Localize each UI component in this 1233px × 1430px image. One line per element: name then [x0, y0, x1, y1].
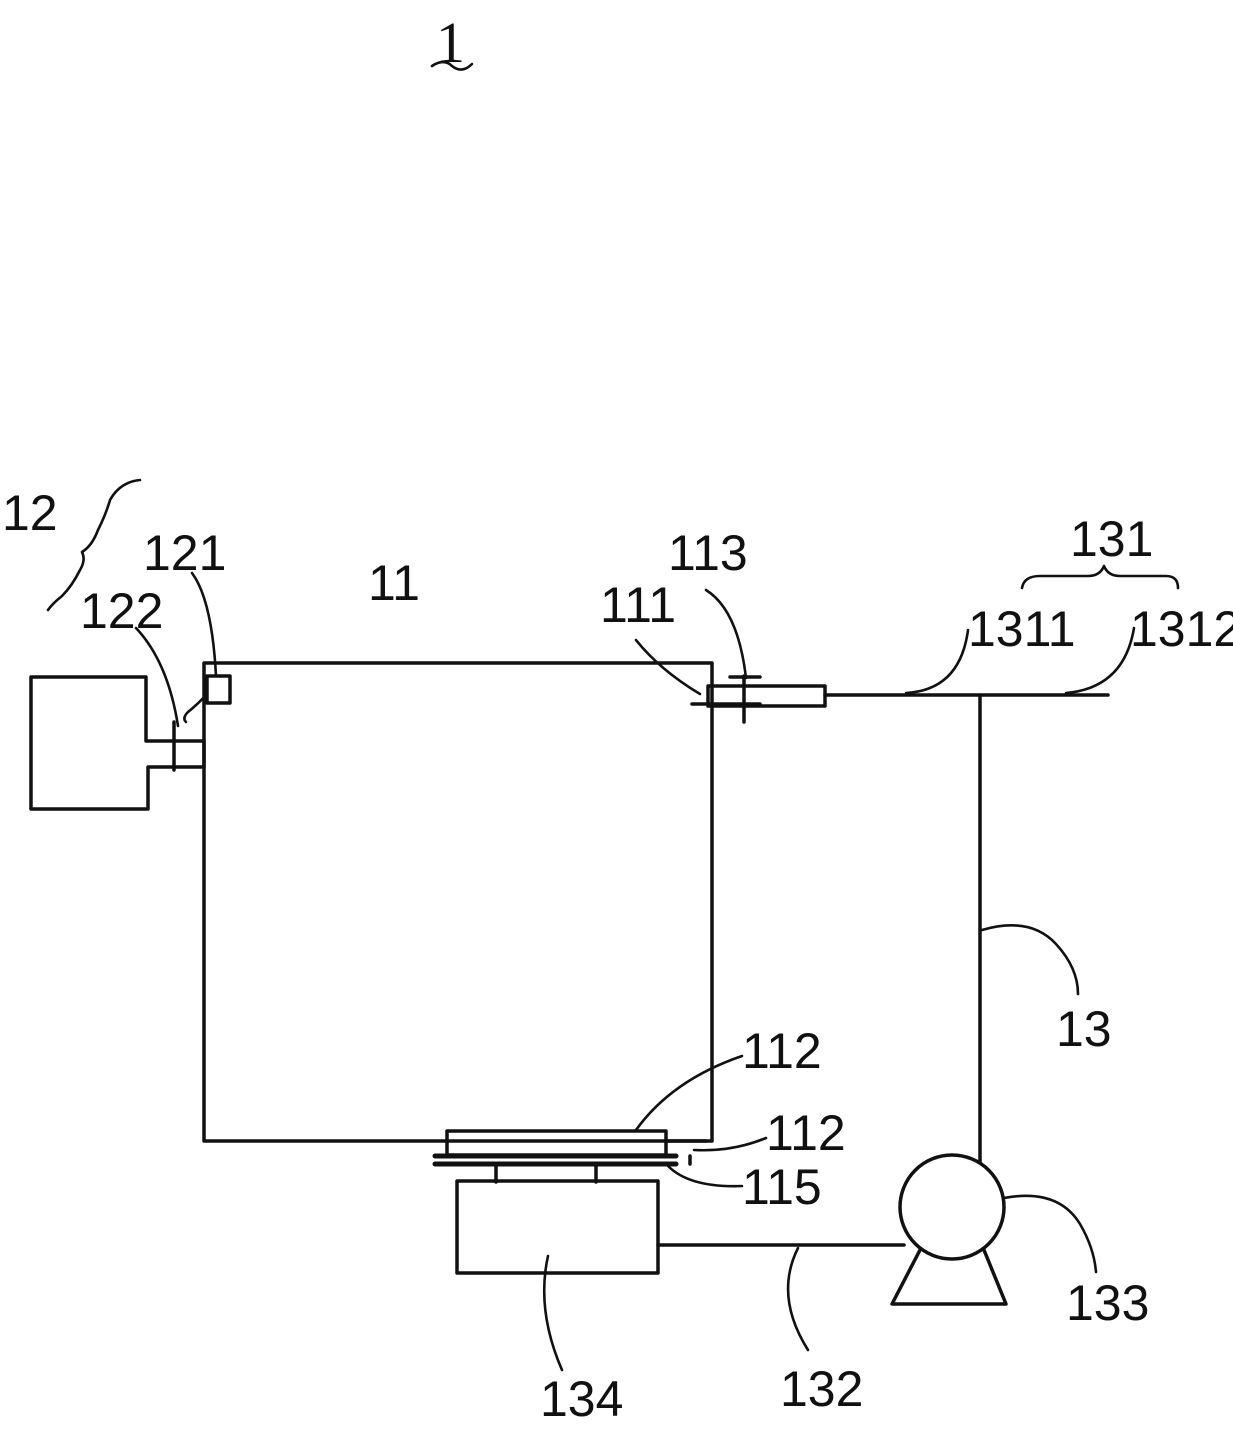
pump-133 [898, 1153, 1006, 1261]
label-121: 121 [143, 525, 226, 581]
label-112-lower: 112 [766, 1105, 846, 1161]
label-131: 131 [1070, 511, 1153, 567]
figure-number-tilde [430, 60, 474, 71]
label-11: 11 [368, 555, 420, 611]
leader-1312 [1064, 626, 1136, 695]
label-1312: 1312 [1130, 601, 1233, 657]
leader-112a [634, 1054, 744, 1132]
leader-134 [542, 1254, 564, 1372]
leader-122 [134, 626, 180, 728]
leader-133 [1002, 1194, 1098, 1274]
leader-132 [786, 1246, 810, 1352]
device-134 [455, 1179, 660, 1275]
label-1311: 1311 [968, 601, 1076, 657]
leader-113 [704, 588, 748, 680]
label-12: 12 [2, 485, 58, 541]
label-132: 132 [780, 1361, 863, 1417]
leader-111 [634, 638, 702, 696]
label-115: 115 [742, 1159, 822, 1215]
label-134: 134 [540, 1371, 623, 1427]
label-133: 133 [1066, 1275, 1149, 1331]
leader-112b [692, 1136, 768, 1152]
label-111: 111 [600, 577, 676, 633]
leader-115 [666, 1164, 744, 1188]
sensor-121-wire [183, 692, 209, 724]
sensor-121 [205, 674, 232, 705]
supply-box-12 [29, 675, 206, 811]
leader-13 [980, 924, 1080, 996]
label-13: 13 [1056, 1001, 1112, 1057]
label-122: 122 [80, 583, 163, 639]
label-113: 113 [668, 525, 748, 581]
brace-131 [1020, 564, 1180, 590]
pump-base [890, 1248, 1008, 1306]
label-112-upper: 112 [742, 1023, 822, 1079]
leader-121 [190, 571, 218, 678]
tank-11 [202, 661, 714, 1143]
leader-1311 [904, 628, 970, 695]
brace-12 [46, 478, 142, 612]
filter-112 [445, 1129, 668, 1157]
